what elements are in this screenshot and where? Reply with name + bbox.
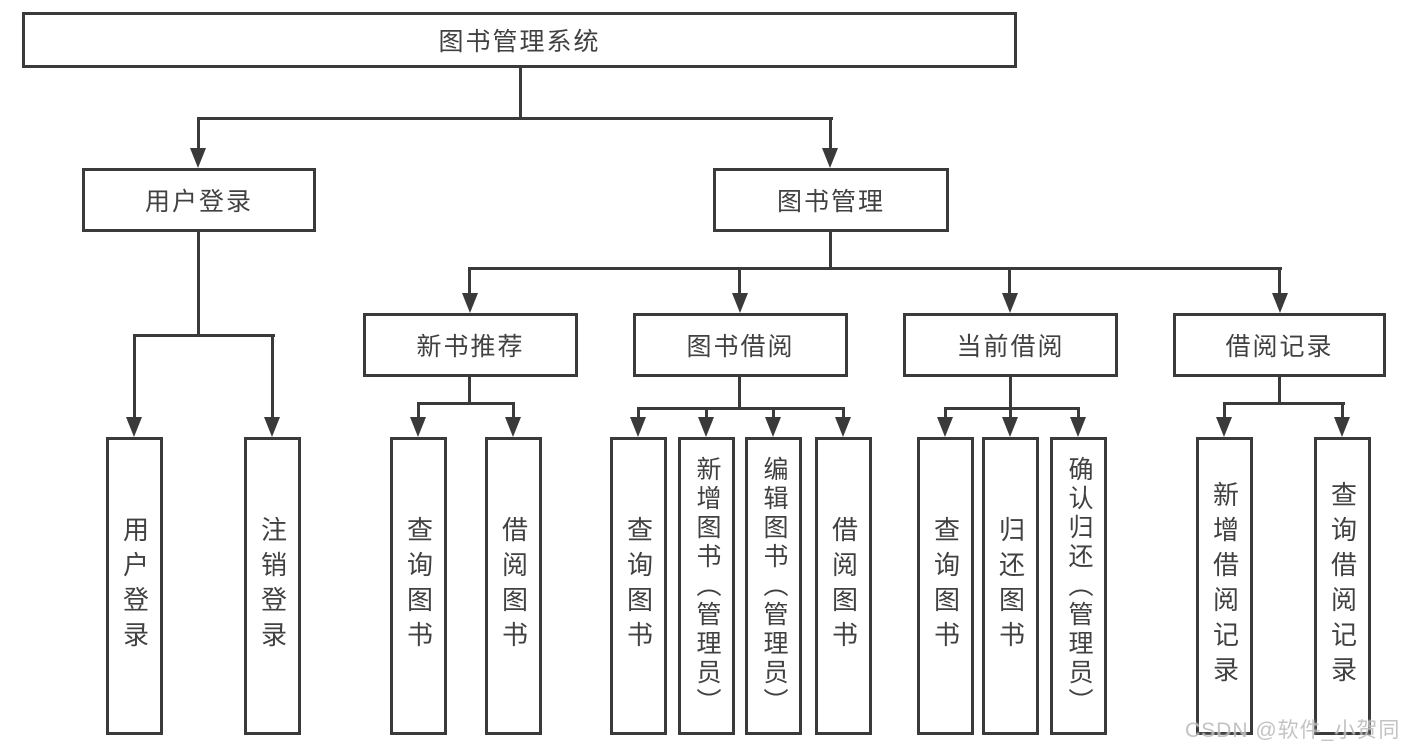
- arrow-head-icon: [264, 417, 280, 437]
- connector-line: [133, 334, 275, 337]
- arrow-shaft: [772, 407, 775, 419]
- arrow-shaft: [1341, 402, 1344, 419]
- node-label: 用户登录: [119, 516, 150, 656]
- connector-line: [468, 377, 471, 405]
- connector-line: [738, 377, 741, 410]
- arrow-shaft: [1008, 267, 1011, 295]
- arrow-shaft: [271, 334, 274, 419]
- arrow-head-icon: [1272, 293, 1288, 313]
- node-label: 新增借阅记录: [1209, 481, 1240, 691]
- arrow-shaft: [705, 407, 708, 419]
- connector-line: [519, 66, 522, 120]
- arrow-head-icon: [126, 417, 142, 437]
- arrow-head-icon: [698, 417, 714, 437]
- arrow-head-icon: [822, 148, 838, 168]
- arrow-shaft: [197, 117, 200, 151]
- node-label: 图书管理: [776, 188, 885, 216]
- node-user-login-branch: 用户登录: [82, 168, 316, 232]
- connector-line: [197, 117, 833, 120]
- connector-line: [1223, 402, 1345, 405]
- arrow-shaft: [1077, 407, 1080, 419]
- node-borrow-records: 借阅记录: [1173, 313, 1386, 377]
- arrow-head-icon: [410, 417, 426, 437]
- connector-line: [197, 230, 200, 337]
- arrow-shaft: [1009, 407, 1012, 419]
- connector-line: [637, 407, 845, 410]
- node-label: 图书借阅: [686, 333, 795, 361]
- arrow-head-icon: [765, 417, 781, 437]
- connector-line: [469, 267, 1282, 270]
- arrow-head-icon: [630, 417, 646, 437]
- node-label: 确认归还（管理员）: [1065, 455, 1093, 717]
- node-label: 借阅图书: [498, 516, 529, 656]
- node-label: 查询图书: [403, 516, 434, 656]
- node-label: 图书管理系统: [438, 28, 601, 56]
- arrow-head-icon: [732, 293, 748, 313]
- leaf-borrow-query: 查询图书: [610, 437, 667, 735]
- node-label: 编辑图书（管理员）: [760, 455, 788, 717]
- node-label: 借阅图书: [828, 516, 859, 656]
- leaf-newbooks-query: 查询图书: [390, 437, 447, 735]
- csdn-watermark: CSDN @软件_小贺同学: [1185, 719, 1401, 742]
- node-label: 用户登录: [144, 188, 253, 216]
- arrow-shaft: [1223, 402, 1226, 419]
- leaf-records-add: 新增借阅记录: [1196, 437, 1253, 735]
- arrow-head-icon: [1216, 417, 1232, 437]
- arrow-shaft: [417, 402, 420, 419]
- arrow-head-icon: [1002, 417, 1018, 437]
- node-new-books: 新书推荐: [363, 313, 578, 377]
- arrow-head-icon: [462, 293, 478, 313]
- node-label: 查询图书: [623, 516, 654, 656]
- leaf-current-return: 归还图书: [982, 437, 1039, 735]
- node-root: 图书管理系统: [22, 12, 1017, 68]
- node-label: 查询图书: [930, 516, 961, 656]
- leaf-borrow-edit-admin: 编辑图书（管理员）: [745, 437, 802, 735]
- node-label: 借阅记录: [1225, 333, 1334, 361]
- connector-line: [944, 407, 1080, 410]
- node-book-borrow: 图书借阅: [633, 313, 848, 377]
- arrow-head-icon: [1002, 293, 1018, 313]
- connector-line: [417, 402, 515, 405]
- leaf-user-login: 用户登录: [106, 437, 163, 735]
- arrow-head-icon: [937, 417, 953, 437]
- arrow-head-icon: [505, 417, 521, 437]
- leaf-newbooks-borrow: 借阅图书: [485, 437, 542, 735]
- node-label: 查询借阅记录: [1327, 481, 1358, 691]
- node-label: 新书推荐: [416, 333, 525, 361]
- node-book-mgmt-branch: 图书管理: [713, 168, 949, 232]
- arrow-head-icon: [835, 417, 851, 437]
- arrow-head-icon: [1070, 417, 1086, 437]
- arrow-shaft: [512, 402, 515, 419]
- leaf-logout: 注销登录: [244, 437, 301, 735]
- arrow-shaft: [637, 407, 640, 419]
- arrow-shaft: [842, 407, 845, 419]
- connector-line: [829, 230, 832, 269]
- node-label: 归还图书: [995, 516, 1026, 656]
- leaf-current-confirm-admin: 确认归还（管理员）: [1050, 437, 1107, 735]
- arrow-shaft: [738, 267, 741, 295]
- connector-line: [1278, 377, 1281, 405]
- arrow-shaft: [944, 407, 947, 419]
- arrow-head-icon: [1334, 417, 1350, 437]
- arrow-head-icon: [190, 148, 206, 168]
- leaf-borrow-book: 借阅图书: [815, 437, 872, 735]
- arrow-shaft: [1278, 267, 1281, 295]
- node-label: 当前借阅: [956, 333, 1065, 361]
- node-label: 注销登录: [257, 516, 288, 656]
- arrow-shaft: [468, 267, 471, 295]
- connector-line: [1009, 377, 1012, 410]
- arrow-shaft: [829, 117, 832, 151]
- leaf-records-query: 查询借阅记录: [1314, 437, 1371, 735]
- arrow-shaft: [133, 334, 136, 419]
- leaf-current-query: 查询图书: [917, 437, 974, 735]
- leaf-borrow-add-admin: 新增图书（管理员）: [678, 437, 735, 735]
- node-label: 新增图书（管理员）: [693, 455, 721, 717]
- node-current-borrow: 当前借阅: [903, 313, 1118, 377]
